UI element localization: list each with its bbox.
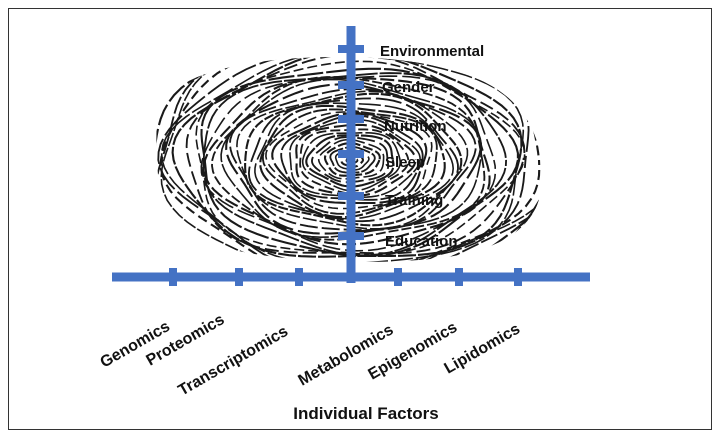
- fingerprint-ridge: [220, 78, 483, 239]
- fingerprint-ridge: [329, 146, 376, 174]
- fingerprint-ridge: [305, 134, 395, 188]
- diagram-border: [8, 8, 712, 430]
- fingerprint-ridge: [211, 76, 486, 241]
- fingerprint-ridge: [295, 123, 417, 197]
- vertical-tick-2: [338, 81, 364, 89]
- vertical-axis-ticks: [338, 45, 364, 240]
- horizontal-tick-2: [235, 268, 243, 286]
- fingerprint-ridge: [200, 75, 497, 252]
- horizontal-tick-5: [455, 268, 463, 286]
- fingerprint-ridge: [259, 104, 446, 219]
- fingerprint-ridge: [261, 108, 438, 215]
- fingerprint-ridge: [311, 136, 390, 184]
- vertical-label-nutrition: Nutrition: [384, 118, 446, 135]
- fingerprint-ridge: [244, 92, 463, 227]
- fingerprint-ridge: [289, 118, 421, 199]
- vertical-tick-4: [338, 150, 364, 158]
- vertical-axis-labels: Environmental Gender Nutrition Sleep Tra…: [380, 43, 484, 250]
- horizontal-tick-1: [169, 268, 177, 286]
- fingerprint-ridge: [317, 138, 385, 180]
- vertical-label-environmental: Environmental: [380, 43, 484, 60]
- horizontal-tick-4: [394, 268, 402, 286]
- fingerprint-ridge: [185, 57, 526, 255]
- vertical-label-sleep: Sleep: [385, 154, 425, 171]
- horizontal-tick-6: [514, 268, 522, 286]
- fingerprint-ridge: [225, 83, 482, 235]
- horizontal-axis-title: Individual Factors: [293, 404, 438, 423]
- vertical-label-gender: Gender: [382, 79, 435, 96]
- fingerprint-ridge: [323, 142, 381, 177]
- fingerprint-ridge: [299, 128, 410, 195]
- fingerprint-icon: [156, 57, 543, 262]
- vertical-tick-3: [338, 115, 364, 123]
- horizontal-axis-ticks: [169, 268, 522, 286]
- vertical-tick-5: [338, 192, 364, 200]
- fingerprint-ridge: [301, 132, 402, 192]
- fingerprint-ridge: [195, 60, 526, 255]
- horizontal-tick-3: [295, 268, 303, 286]
- horizontal-axis-labels: Genomics Proteomics Transcriptomics Meta…: [98, 311, 524, 399]
- fingerprint-ridge: [265, 111, 433, 210]
- horizontal-label-metabolomics: Metabolomics: [296, 321, 397, 389]
- fingerprint-ridge: [280, 114, 424, 201]
- fingerprint-ridge: [271, 112, 428, 205]
- fingerprint-ridge: [247, 97, 459, 223]
- vertical-label-education: Education: [385, 233, 458, 250]
- fingerprint-ridge: [160, 57, 543, 262]
- fingerprint-ridge: [254, 102, 455, 220]
- vertical-label-training: Training: [385, 192, 443, 209]
- vertical-tick-1: [338, 45, 364, 53]
- vertical-tick-6: [338, 232, 364, 240]
